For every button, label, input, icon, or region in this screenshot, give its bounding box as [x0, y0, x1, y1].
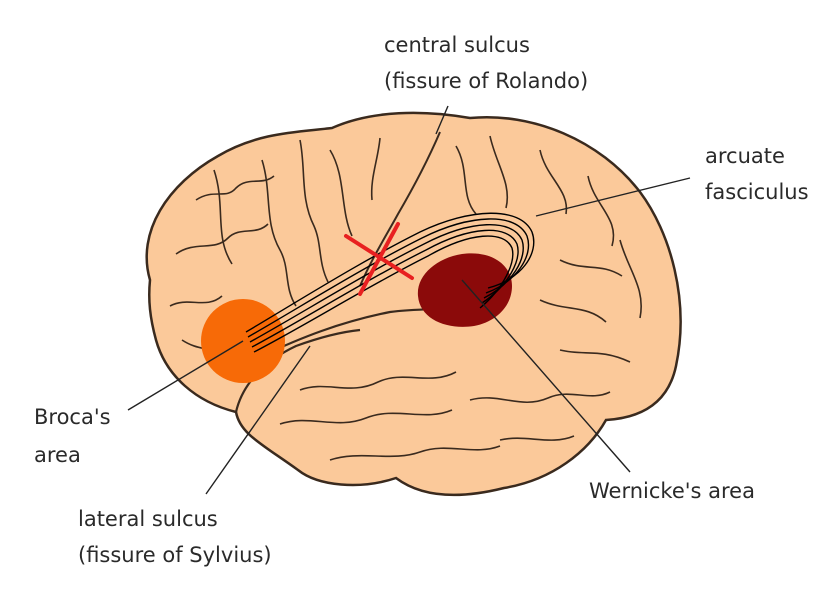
wernicke-leader — [461, 279, 631, 473]
central-sulcus-line — [359, 131, 441, 287]
arcuate-fasciculus-label: arcuate fasciculus — [705, 144, 809, 204]
lesion-x-marker — [344, 222, 414, 296]
leader-lines — [127, 105, 691, 495]
central-sulcus-leader — [435, 105, 449, 135]
lateral-sulcus-leader — [205, 345, 311, 495]
broca-label: Broca's area — [34, 405, 117, 467]
wernicke-area-region — [417, 253, 512, 327]
arcuate-leader — [535, 177, 691, 217]
central-sulcus-label: central sulcus (fissure of Rolando) — [384, 33, 588, 93]
lateral-sulcus-label: lateral sulcus (fissure of Sylvius) — [78, 507, 272, 567]
brain-gyri — [169, 135, 642, 461]
arcuate-fasciculus-bundle — [245, 212, 535, 353]
broca-leader — [127, 340, 244, 411]
temporal-lobe-edge — [234, 328, 361, 413]
brain-outline — [145, 111, 682, 497]
wernicke-label: Wernicke's area — [589, 479, 755, 503]
